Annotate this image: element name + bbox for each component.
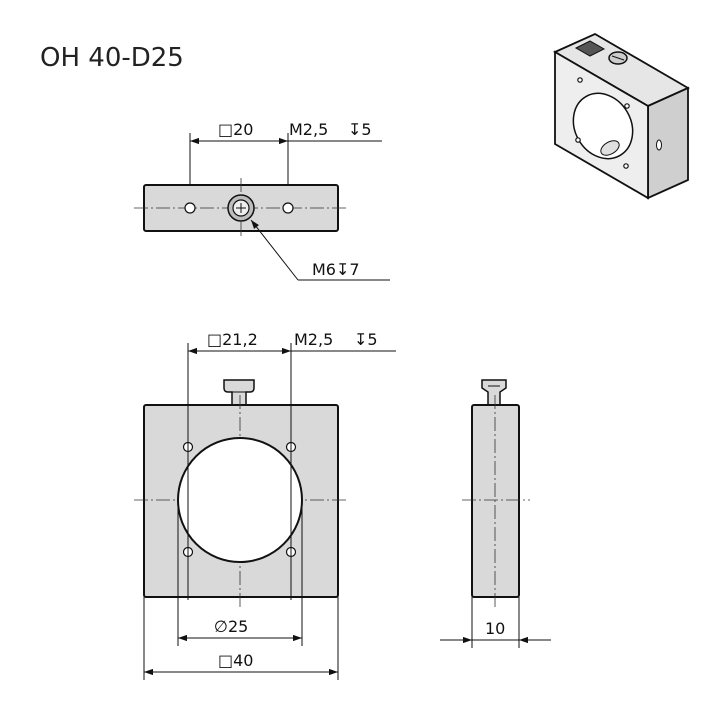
- top-view: □20 M2,5 ↧5 M6↧7: [134, 120, 390, 281]
- front-view: □21,2 M2,5 ↧5 ∅25 □40: [134, 330, 396, 680]
- part-title: OH 40-D25: [40, 43, 184, 73]
- side-view: 10: [440, 379, 551, 648]
- side-thickness: 10: [485, 619, 505, 638]
- isometric-view: [553, 32, 690, 200]
- front-thread: M2,5: [294, 330, 333, 349]
- front-dim-square: □21,2: [207, 330, 258, 349]
- top-thread: M2,5: [289, 120, 328, 139]
- top-callout: M6↧7: [312, 260, 360, 279]
- front-bore: ∅25: [214, 617, 248, 636]
- top-depth: ↧5: [348, 120, 372, 139]
- front-outer: □40: [218, 651, 253, 670]
- front-depth: ↧5: [354, 330, 378, 349]
- top-dim-square: □20: [218, 120, 253, 139]
